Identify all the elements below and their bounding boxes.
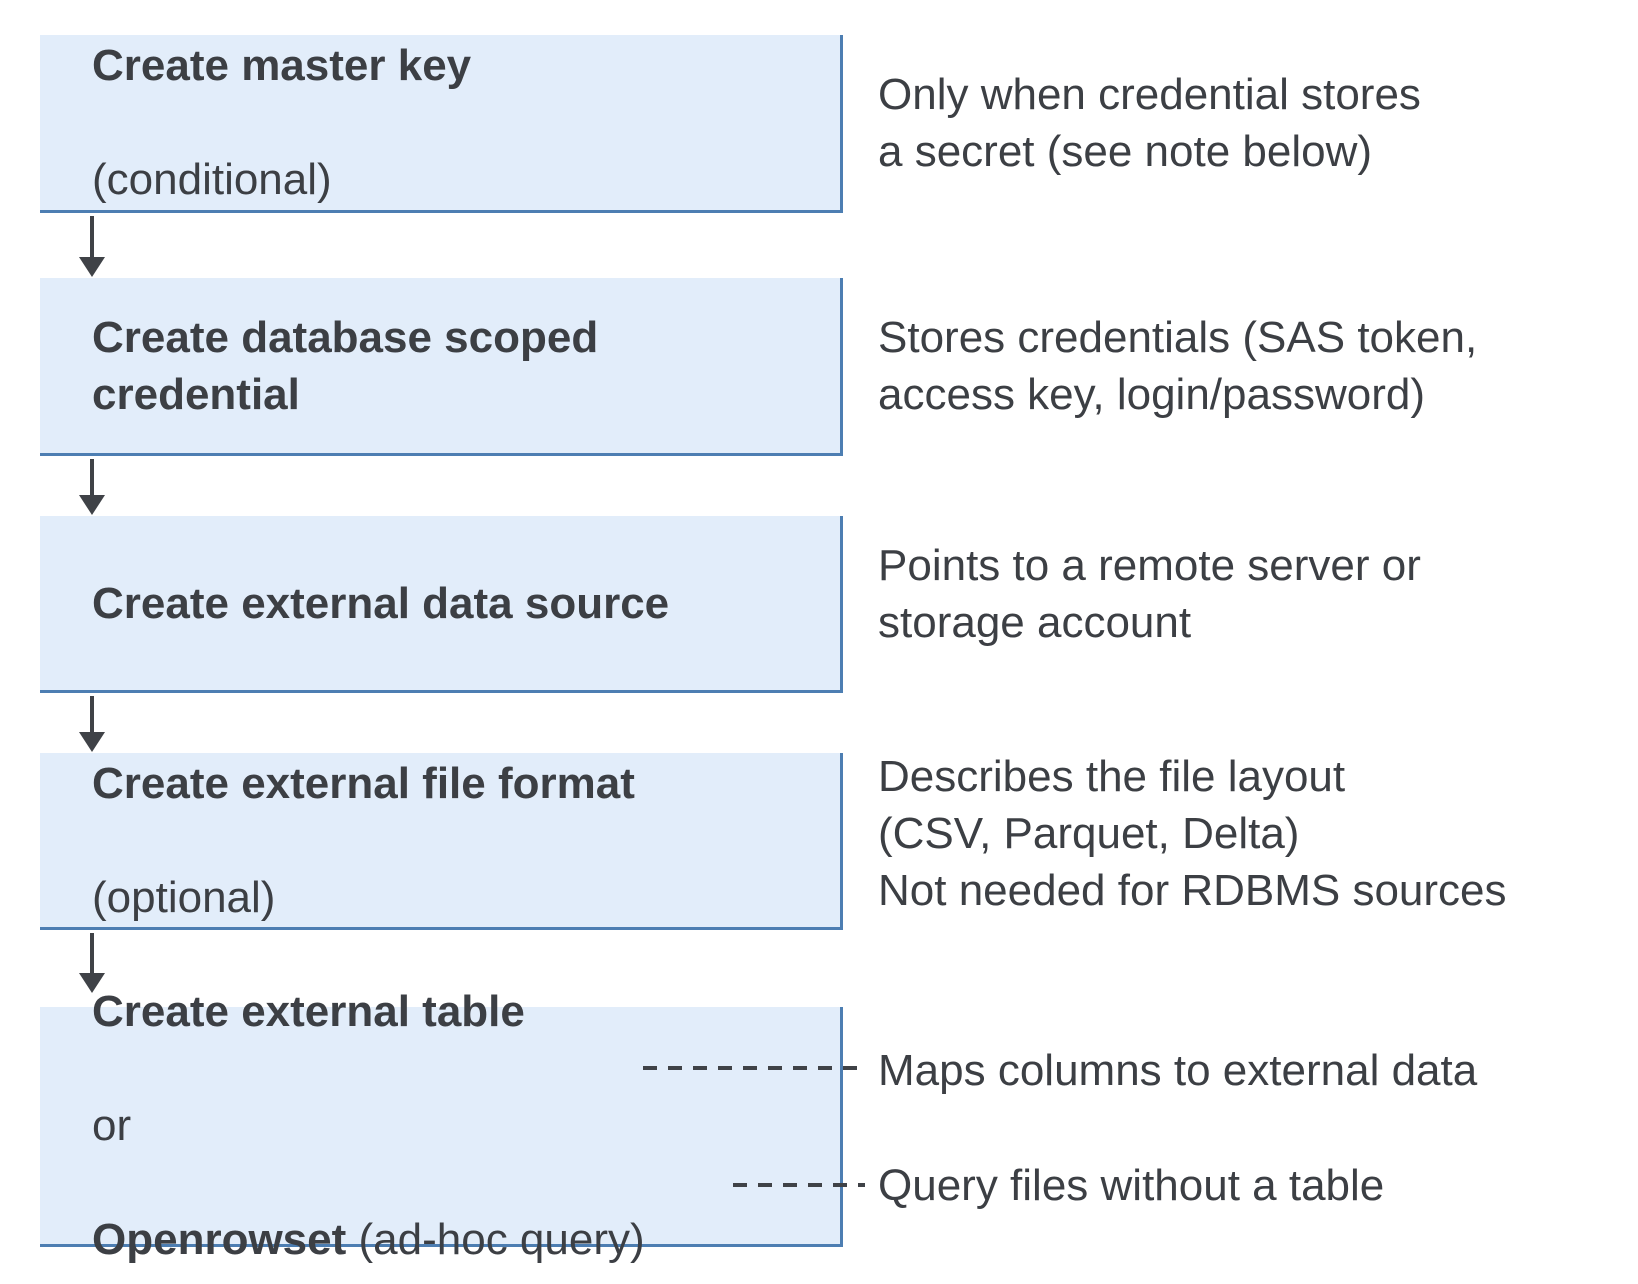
arrow-down-icon [79,216,105,277]
step-title: Create external file format [92,758,635,808]
annotation-external-data-source: Points to a remote server or storage acc… [878,541,1421,647]
step-box-text: Create external file format (optional) [92,698,635,983]
annotation-external-table: Maps columns to external data [878,1046,1478,1095]
arrow-shaft [90,696,94,735]
step-title-external-table: Create external table [92,987,525,1036]
arrow-down-icon [79,933,105,993]
arrow-down-icon [79,459,105,515]
arrow-shaft [90,216,94,260]
step-qualifier: (optional) [92,872,276,922]
step-qualifier-adhoc: (ad-hoc query) [346,1215,645,1264]
step-qualifier: (conditional) [92,155,332,204]
step-box-create-master-key: Create master key (conditional) [40,35,843,213]
step-box-text: Create external data source [92,518,669,689]
step-box-external-file-format: Create external file format (optional) [40,753,843,930]
annotation-scoped-credential: Stores credentials (SAS token, access ke… [878,313,1478,419]
dashed-connector-external-table [643,1066,865,1070]
arrow-shaft [90,933,94,976]
arrow-head [79,495,105,515]
annotation-openrowset: Query files without a table [878,1161,1385,1210]
step-title-openrowset-line: Openrowset (ad-hoc query) [92,1211,645,1268]
step-title-openrowset: Openrowset [92,1215,347,1264]
step-box-external-table-or-openrowset: Create external table or Openrowset (ad-… [40,987,843,1264]
step-box-external-data-source: Create external data source [40,516,843,693]
step-box-database-scoped-credential: Create database scoped credential [40,278,843,456]
arrow-head [79,973,105,993]
annotation-master-key: Only when credential stores a secret (se… [878,70,1421,176]
dashed-connector-openrowset [733,1183,865,1187]
step-or-label: or [92,1101,132,1150]
arrow-down-icon [79,696,105,752]
step-title: Create database scoped credential [92,312,599,419]
step-title: Create external data source [92,578,670,628]
step-box-text: Create external table or Openrowset (ad-… [92,926,645,1284]
arrow-head [79,732,105,752]
step-title: Create master key [92,41,472,90]
annotation-external-file-format: Describes the file layout (CSV, Parquet,… [878,752,1507,915]
arrow-shaft [90,459,94,498]
arrow-head [79,257,105,277]
step-box-text: Create master key (conditional) [92,0,471,265]
step-box-text: Create database scoped credential [92,252,598,480]
